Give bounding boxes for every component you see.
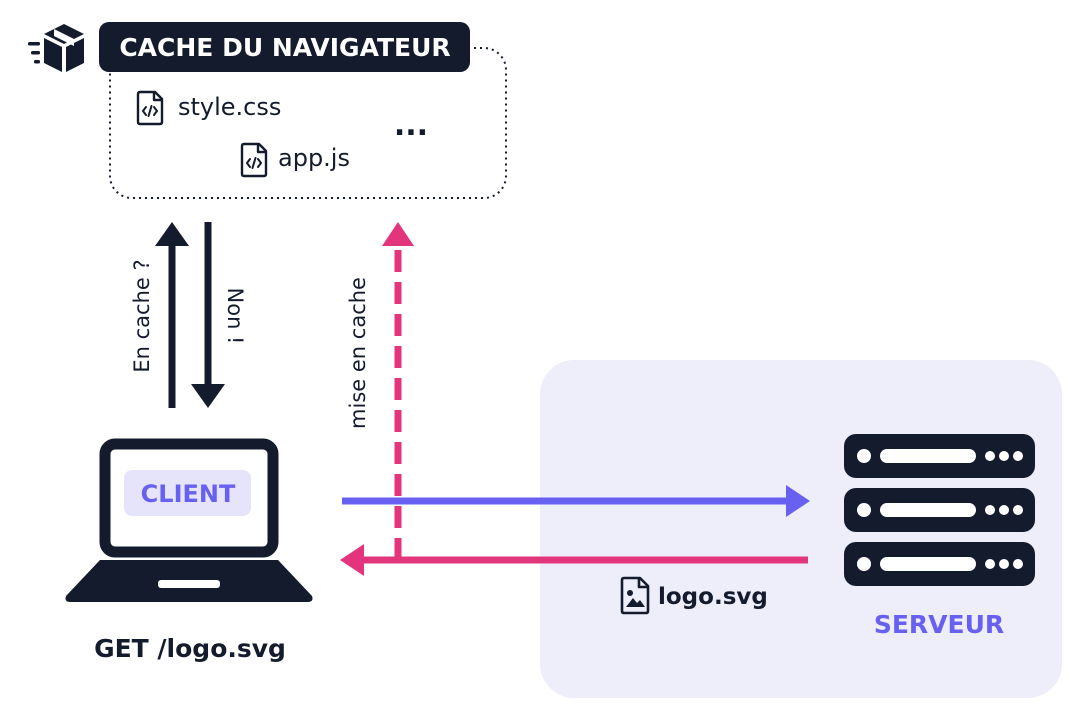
client-label: CLIENT [141, 480, 236, 508]
server-label: SERVEUR [874, 610, 1004, 639]
package-icon [28, 24, 84, 72]
cache-title: CACHE DU NAVIGATEUR [119, 33, 450, 62]
cache-title-pill [99, 22, 470, 72]
arrow-put-in-cache [382, 222, 414, 560]
code-file-icon [136, 90, 164, 126]
cache-more-files: ... [394, 108, 428, 143]
request-text: GET /logo.svg [94, 634, 286, 663]
code-file-icon [240, 142, 268, 178]
cache-file-app: app.js [278, 144, 350, 172]
arrow-down-not-cached [191, 222, 225, 408]
label-en-cache: En cache ? [130, 259, 154, 372]
response-file: logo.svg [658, 584, 768, 610]
cache-file-style: style.css [178, 93, 281, 121]
arrow-up-cache-check [155, 222, 189, 408]
label-mise-en-cache: mise en cache [346, 277, 370, 429]
laptop-icon [65, 438, 313, 602]
arrow-response [340, 544, 808, 576]
arrow-request [342, 485, 810, 517]
client-badge [124, 470, 251, 516]
server-icon [844, 434, 1035, 586]
label-non: Non ! [223, 288, 247, 345]
image-file-icon [620, 576, 650, 615]
